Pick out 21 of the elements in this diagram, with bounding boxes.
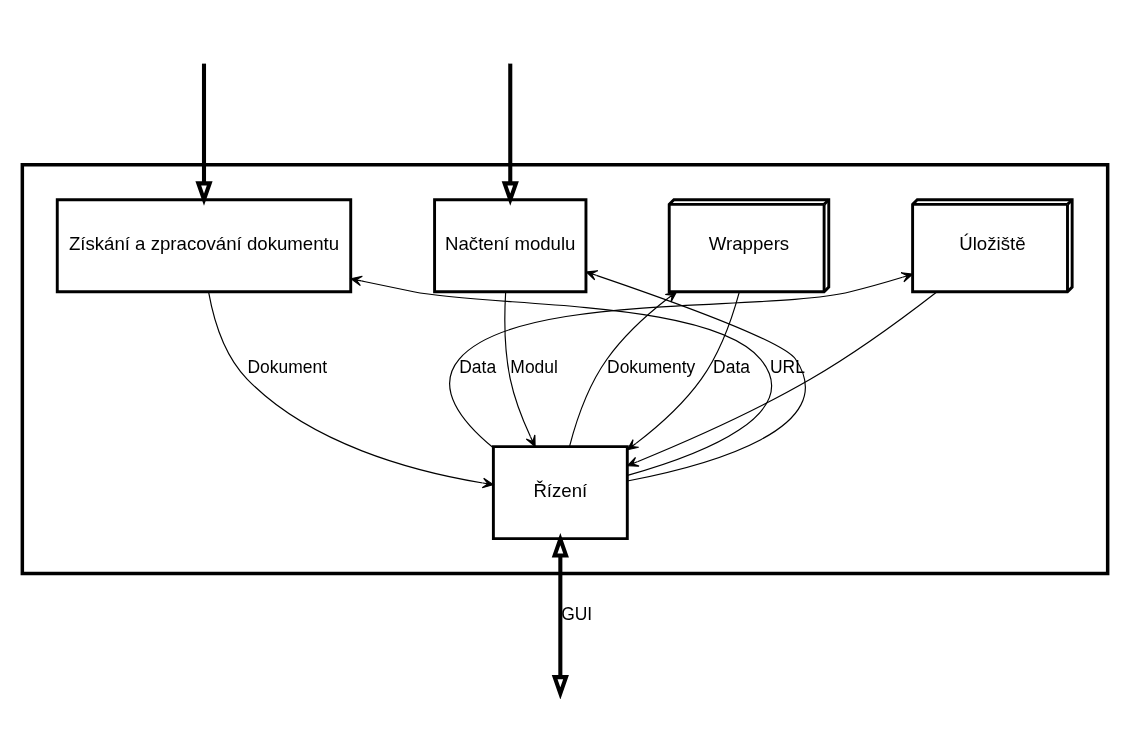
edge-label: Data xyxy=(459,356,497,377)
arrow xyxy=(208,290,494,488)
edge-label: Dokumenty xyxy=(607,356,696,377)
arrow xyxy=(504,290,536,447)
edge-label: Modul xyxy=(510,356,558,377)
edge-label: Data xyxy=(713,356,750,377)
edge-label: GUI xyxy=(561,603,593,624)
arrow xyxy=(195,63,213,206)
arrow xyxy=(501,63,519,206)
arrow xyxy=(551,532,569,699)
node-box: Načtení modulu xyxy=(433,197,588,293)
arrow xyxy=(626,290,740,450)
arrow xyxy=(449,271,914,448)
arrow xyxy=(350,275,773,476)
node-box: Získání a zpracování dokumentu xyxy=(55,197,353,293)
cluster xyxy=(20,162,1110,575)
arrow xyxy=(568,290,678,447)
arrow xyxy=(626,290,938,467)
node-box: Řízení xyxy=(491,444,629,540)
arrow xyxy=(585,269,806,482)
edge-label: Dokument xyxy=(247,356,328,377)
